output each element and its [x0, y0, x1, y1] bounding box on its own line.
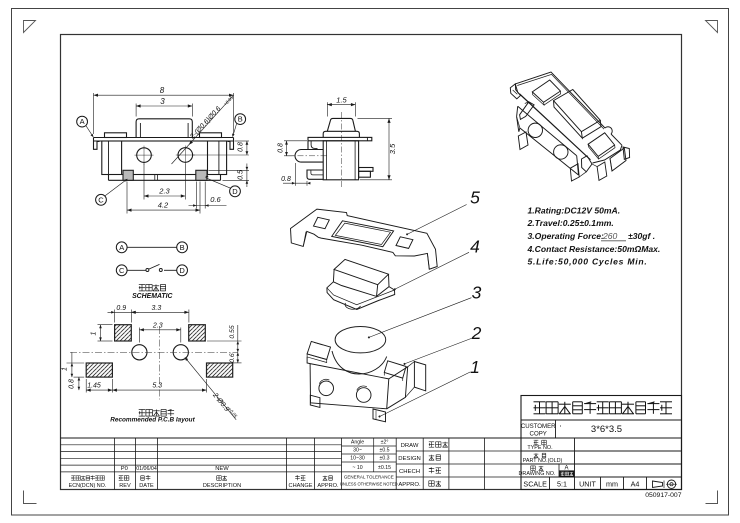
svg-text:1.5: 1.5 [336, 95, 347, 104]
svg-text:1: 1 [470, 357, 480, 377]
svg-text:P0: P0 [121, 466, 128, 472]
svg-text:UNIT: UNIT [579, 479, 596, 488]
svg-text:0.6: 0.6 [210, 195, 221, 204]
svg-text:30~: 30~ [353, 448, 362, 454]
svg-text:01/06/04: 01/06/04 [136, 466, 157, 472]
svg-text:±0.5: ±0.5 [379, 448, 389, 454]
svg-text:B: B [238, 115, 243, 124]
svg-text:3*6*3.5: 3*6*3.5 [591, 424, 622, 435]
svg-text:±30gf .: ±30gf . [628, 231, 655, 241]
svg-text:B: B [180, 243, 185, 252]
svg-text:±0.15: ±0.15 [378, 465, 391, 471]
svg-text:REV: REV [119, 483, 131, 489]
svg-text:1.45: 1.45 [87, 382, 101, 389]
svg-text:5.Life:50,000 Cycles Min.: 5.Life:50,000 Cycles Min. [528, 257, 648, 267]
svg-text:4: 4 [470, 236, 480, 256]
svg-text:0.55: 0.55 [229, 325, 236, 338]
svg-text:ECN(DCN) NO.: ECN(DCN) NO. [69, 483, 107, 489]
svg-text:0.8: 0.8 [277, 143, 284, 153]
svg-text:2-Ø0.9: 2-Ø0.9 [211, 391, 231, 413]
svg-text:DATE: DATE [139, 483, 154, 489]
svg-text:UNLESS OTHERWISE NOTED: UNLESS OTHERWISE NOTED [340, 481, 398, 486]
svg-text:3: 3 [472, 282, 482, 302]
svg-text:+0.05: +0.05 [223, 95, 235, 107]
svg-text:3: 3 [160, 97, 165, 106]
svg-text:Angle: Angle [351, 440, 364, 446]
svg-text:1: 1 [91, 331, 98, 335]
svg-text:0.8: 0.8 [281, 176, 291, 183]
svg-text:3.5: 3.5 [388, 143, 397, 154]
svg-text:260: 260 [602, 231, 618, 241]
svg-text:CUSTOMER: CUSTOMER [521, 423, 556, 430]
svg-text:C: C [119, 266, 125, 275]
svg-text:0.9: 0.9 [116, 305, 126, 312]
svg-text:A4: A4 [631, 479, 640, 488]
svg-text:1: 1 [62, 367, 69, 371]
svg-text:·: · [559, 421, 562, 431]
svg-text:2: 2 [471, 323, 482, 343]
svg-text:C: C [98, 195, 104, 204]
svg-text:8: 8 [160, 86, 165, 95]
svg-text:2.3: 2.3 [158, 187, 170, 196]
svg-text:DRAWING NO.: DRAWING NO. [519, 471, 556, 477]
svg-text:5:1: 5:1 [557, 479, 567, 488]
svg-text:~ 10: ~ 10 [352, 465, 362, 471]
svg-text:±2°: ±2° [381, 440, 389, 446]
svg-text:SCALE: SCALE [523, 479, 547, 488]
svg-text:DESIGN: DESIGN [398, 456, 421, 462]
svg-text:COPY: COPY [530, 430, 547, 437]
svg-text:4.2: 4.2 [158, 201, 169, 210]
svg-text:4.Contact Resistance:50mΩMax.: 4.Contact Resistance:50mΩMax. [527, 244, 661, 254]
svg-text:0.8: 0.8 [69, 379, 76, 389]
svg-text:5: 5 [470, 187, 480, 207]
svg-text:mm: mm [606, 479, 618, 488]
svg-text:0.5: 0.5 [238, 170, 245, 180]
svg-text:10~30: 10~30 [350, 456, 365, 462]
svg-text:DRAW: DRAW [401, 443, 419, 449]
svg-text:5.3: 5.3 [152, 382, 162, 389]
svg-text:TYPE NO.: TYPE NO. [527, 445, 552, 451]
svg-text:Recommended P.C.B layout: Recommended P.C.B layout [110, 417, 195, 424]
svg-text:D: D [179, 266, 185, 275]
svg-text:3.Operating Force:: 3.Operating Force: [528, 231, 605, 241]
svg-text:NEW: NEW [215, 466, 229, 472]
svg-text:APPRO.: APPRO. [398, 482, 421, 488]
svg-text:0.6: 0.6 [229, 353, 236, 363]
svg-text:APPRO.: APPRO. [317, 483, 339, 489]
svg-text:A: A [119, 243, 124, 252]
svg-text:2.Travel:0.25±0.1mm.: 2.Travel:0.25±0.1mm. [527, 218, 614, 228]
svg-text:CHECH: CHECH [399, 469, 420, 475]
svg-text:3.3: 3.3 [152, 305, 162, 312]
svg-text:DESCRIPTION: DESCRIPTION [203, 483, 241, 489]
svg-text:050917-007: 050917-007 [645, 492, 682, 499]
svg-text:0.8: 0.8 [238, 142, 245, 152]
svg-text:GENERAL TOLERANCE: GENERAL TOLERANCE [344, 475, 394, 480]
svg-text:CHANGE: CHANGE [289, 483, 313, 489]
svg-text:+0.05: +0.05 [227, 407, 238, 419]
svg-text:SCHEMATIC: SCHEMATIC [132, 293, 173, 300]
svg-text:1.Rating:DC12V 50mA.: 1.Rating:DC12V 50mA. [528, 205, 621, 215]
svg-text:±0.3: ±0.3 [379, 456, 389, 462]
svg-text:A: A [564, 466, 568, 472]
svg-text:D: D [232, 187, 238, 196]
svg-text:2-(Ø0.6)Ø0.6: 2-(Ø0.6)Ø0.6 [189, 105, 223, 141]
svg-text:2.3: 2.3 [152, 323, 163, 330]
svg-text:A: A [80, 117, 85, 126]
svg-text:PART NO.(OLD): PART NO.(OLD) [523, 458, 563, 464]
